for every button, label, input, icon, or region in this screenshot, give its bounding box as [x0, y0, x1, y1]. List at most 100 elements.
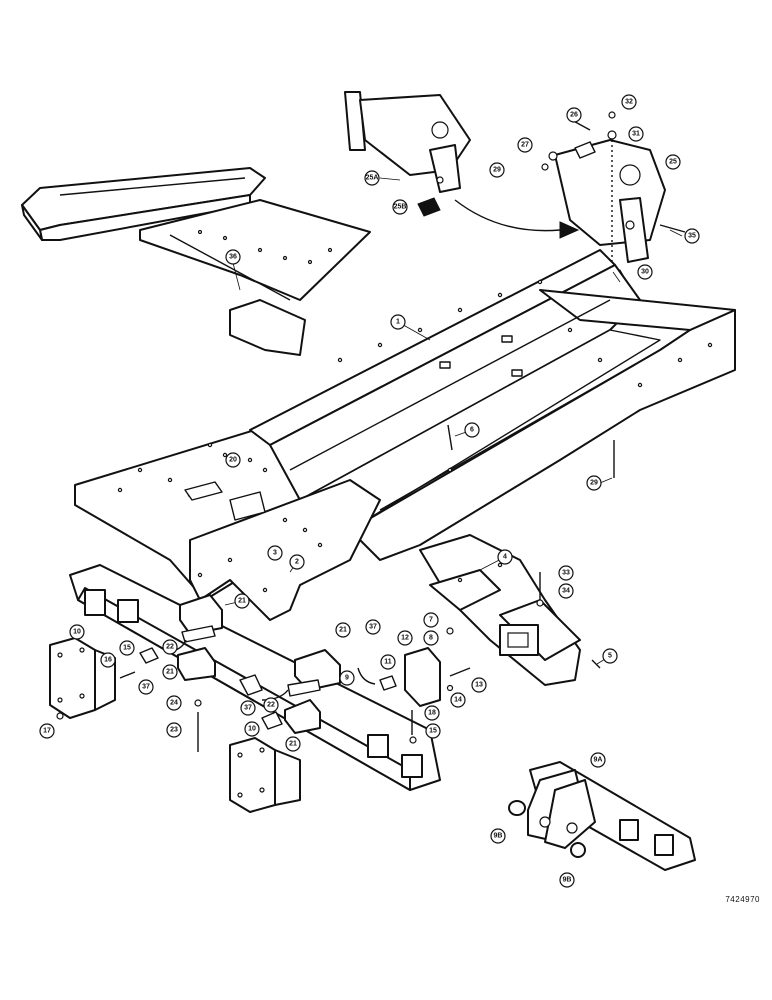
svg-text:17: 17 — [43, 728, 51, 735]
callout-10-lower: 10 — [244, 721, 260, 737]
u-clip-11 — [379, 675, 397, 691]
svg-text:13: 13 — [475, 682, 483, 689]
callout-4: 4 — [497, 549, 513, 565]
svg-text:23: 23 — [170, 727, 178, 734]
svg-text:21: 21 — [289, 741, 297, 748]
callout-37-mid: 37 — [365, 619, 381, 635]
svg-text:9: 9 — [345, 675, 349, 682]
callout-17: 17 — [39, 723, 55, 739]
svg-text:27: 27 — [521, 142, 529, 149]
shim-22-lower — [287, 679, 321, 697]
svg-text:2: 2 — [295, 559, 299, 566]
callout-29-upper: 29 — [489, 162, 505, 178]
svg-text:15: 15 — [123, 645, 131, 652]
callout-21-c: 21 — [335, 622, 351, 638]
callout-34: 34 — [558, 583, 574, 599]
svg-text:25B: 25B — [394, 204, 407, 211]
svg-text:21: 21 — [238, 598, 246, 605]
end-plate-10-left — [49, 637, 116, 719]
callout-35: 35 — [684, 228, 700, 244]
svg-text:1: 1 — [396, 319, 400, 326]
hitch-bracket-25a — [344, 91, 471, 193]
callout-23: 23 — [166, 722, 182, 738]
callout-8: 8 — [423, 630, 439, 646]
svg-text:26: 26 — [570, 112, 578, 119]
hitch-bracket-25 — [554, 139, 666, 263]
svg-text:31: 31 — [632, 131, 640, 138]
pin-6 — [447, 424, 453, 451]
svg-text:16: 16 — [104, 657, 112, 664]
svg-text:21: 21 — [339, 627, 347, 634]
bolt-13 — [449, 667, 471, 677]
callout-21-a: 21 — [234, 593, 250, 609]
lug-36-under — [239, 674, 263, 696]
callout-2: 2 — [289, 554, 305, 570]
callout-26: 26 — [566, 107, 582, 123]
hardware-26-27-28-31-32 — [541, 111, 686, 360]
svg-text:30: 30 — [641, 269, 649, 276]
pivot-caps-21 — [177, 594, 341, 734]
support-bracket-4 — [419, 534, 581, 686]
svg-text:9A: 9A — [594, 757, 603, 764]
callout-14: 14 — [450, 692, 466, 708]
svg-text:12: 12 — [401, 635, 409, 642]
svg-text:21: 21 — [166, 669, 174, 676]
callout-15-right: 15 — [425, 723, 441, 739]
callout-9: 9 — [339, 670, 355, 686]
end-plate-10-right — [229, 737, 301, 813]
svg-text:8: 8 — [429, 635, 433, 642]
callout-21-b: 21 — [162, 664, 178, 680]
callout-37-left: 37 — [138, 679, 154, 695]
callout-15-left: 15 — [119, 640, 135, 656]
svg-text:34: 34 — [562, 588, 570, 595]
svg-text:18: 18 — [428, 710, 436, 717]
svg-text:4: 4 — [503, 554, 507, 561]
transfer-arrow — [454, 199, 561, 232]
frame-holes — [117, 279, 713, 593]
svg-text:29: 29 — [493, 167, 501, 174]
drawing-reference-code: 7424970 — [725, 895, 760, 904]
callout-36: 36 — [225, 249, 241, 265]
svg-text:25A: 25A — [366, 175, 379, 182]
svg-text:32: 32 — [625, 99, 633, 106]
svg-text:35: 35 — [688, 233, 696, 240]
callout-11: 11 — [380, 654, 396, 670]
callout-30: 30 — [637, 264, 653, 280]
svg-text:22: 22 — [166, 644, 174, 651]
callout-21-d: 21 — [285, 736, 301, 752]
svg-text:20: 20 — [229, 457, 237, 464]
svg-text:5: 5 — [608, 653, 612, 660]
callout-25: 25 — [665, 154, 681, 170]
svg-text:7: 7 — [429, 617, 433, 624]
svg-text:10: 10 — [73, 629, 81, 636]
svg-text:33: 33 — [562, 570, 570, 577]
arrow-11 — [357, 667, 376, 685]
svg-text:14: 14 — [454, 697, 462, 704]
svg-text:15: 15 — [429, 728, 437, 735]
svg-text:11: 11 — [384, 659, 392, 666]
callout-6: 6 — [464, 422, 480, 438]
plate-37-lower — [261, 711, 283, 730]
rubber-mount-25b — [417, 197, 441, 217]
callout-24: 24 — [166, 695, 182, 711]
callout-22-a: 22 — [162, 639, 178, 655]
front-bumper-frame — [21, 167, 371, 356]
cap-12 — [404, 647, 441, 707]
callout-5: 5 — [602, 648, 618, 664]
svg-text:3: 3 — [273, 550, 277, 557]
svg-text:24: 24 — [170, 700, 178, 707]
svg-text:9B: 9B — [563, 877, 572, 884]
svg-text:25: 25 — [669, 159, 677, 166]
main-frame — [74, 249, 736, 621]
callout-27: 27 — [517, 137, 533, 153]
transfer-arrow-head — [559, 221, 580, 239]
svg-text:10: 10 — [248, 726, 256, 733]
callout-7: 7 — [423, 612, 439, 628]
callout-9a: 9A — [590, 752, 606, 768]
callout-9b-upper: 9B — [490, 828, 506, 844]
callout-18: 18 — [424, 705, 440, 721]
plate-37-left — [139, 647, 159, 664]
svg-text:37: 37 — [369, 624, 377, 631]
callout-25b: 25B — [392, 199, 408, 215]
